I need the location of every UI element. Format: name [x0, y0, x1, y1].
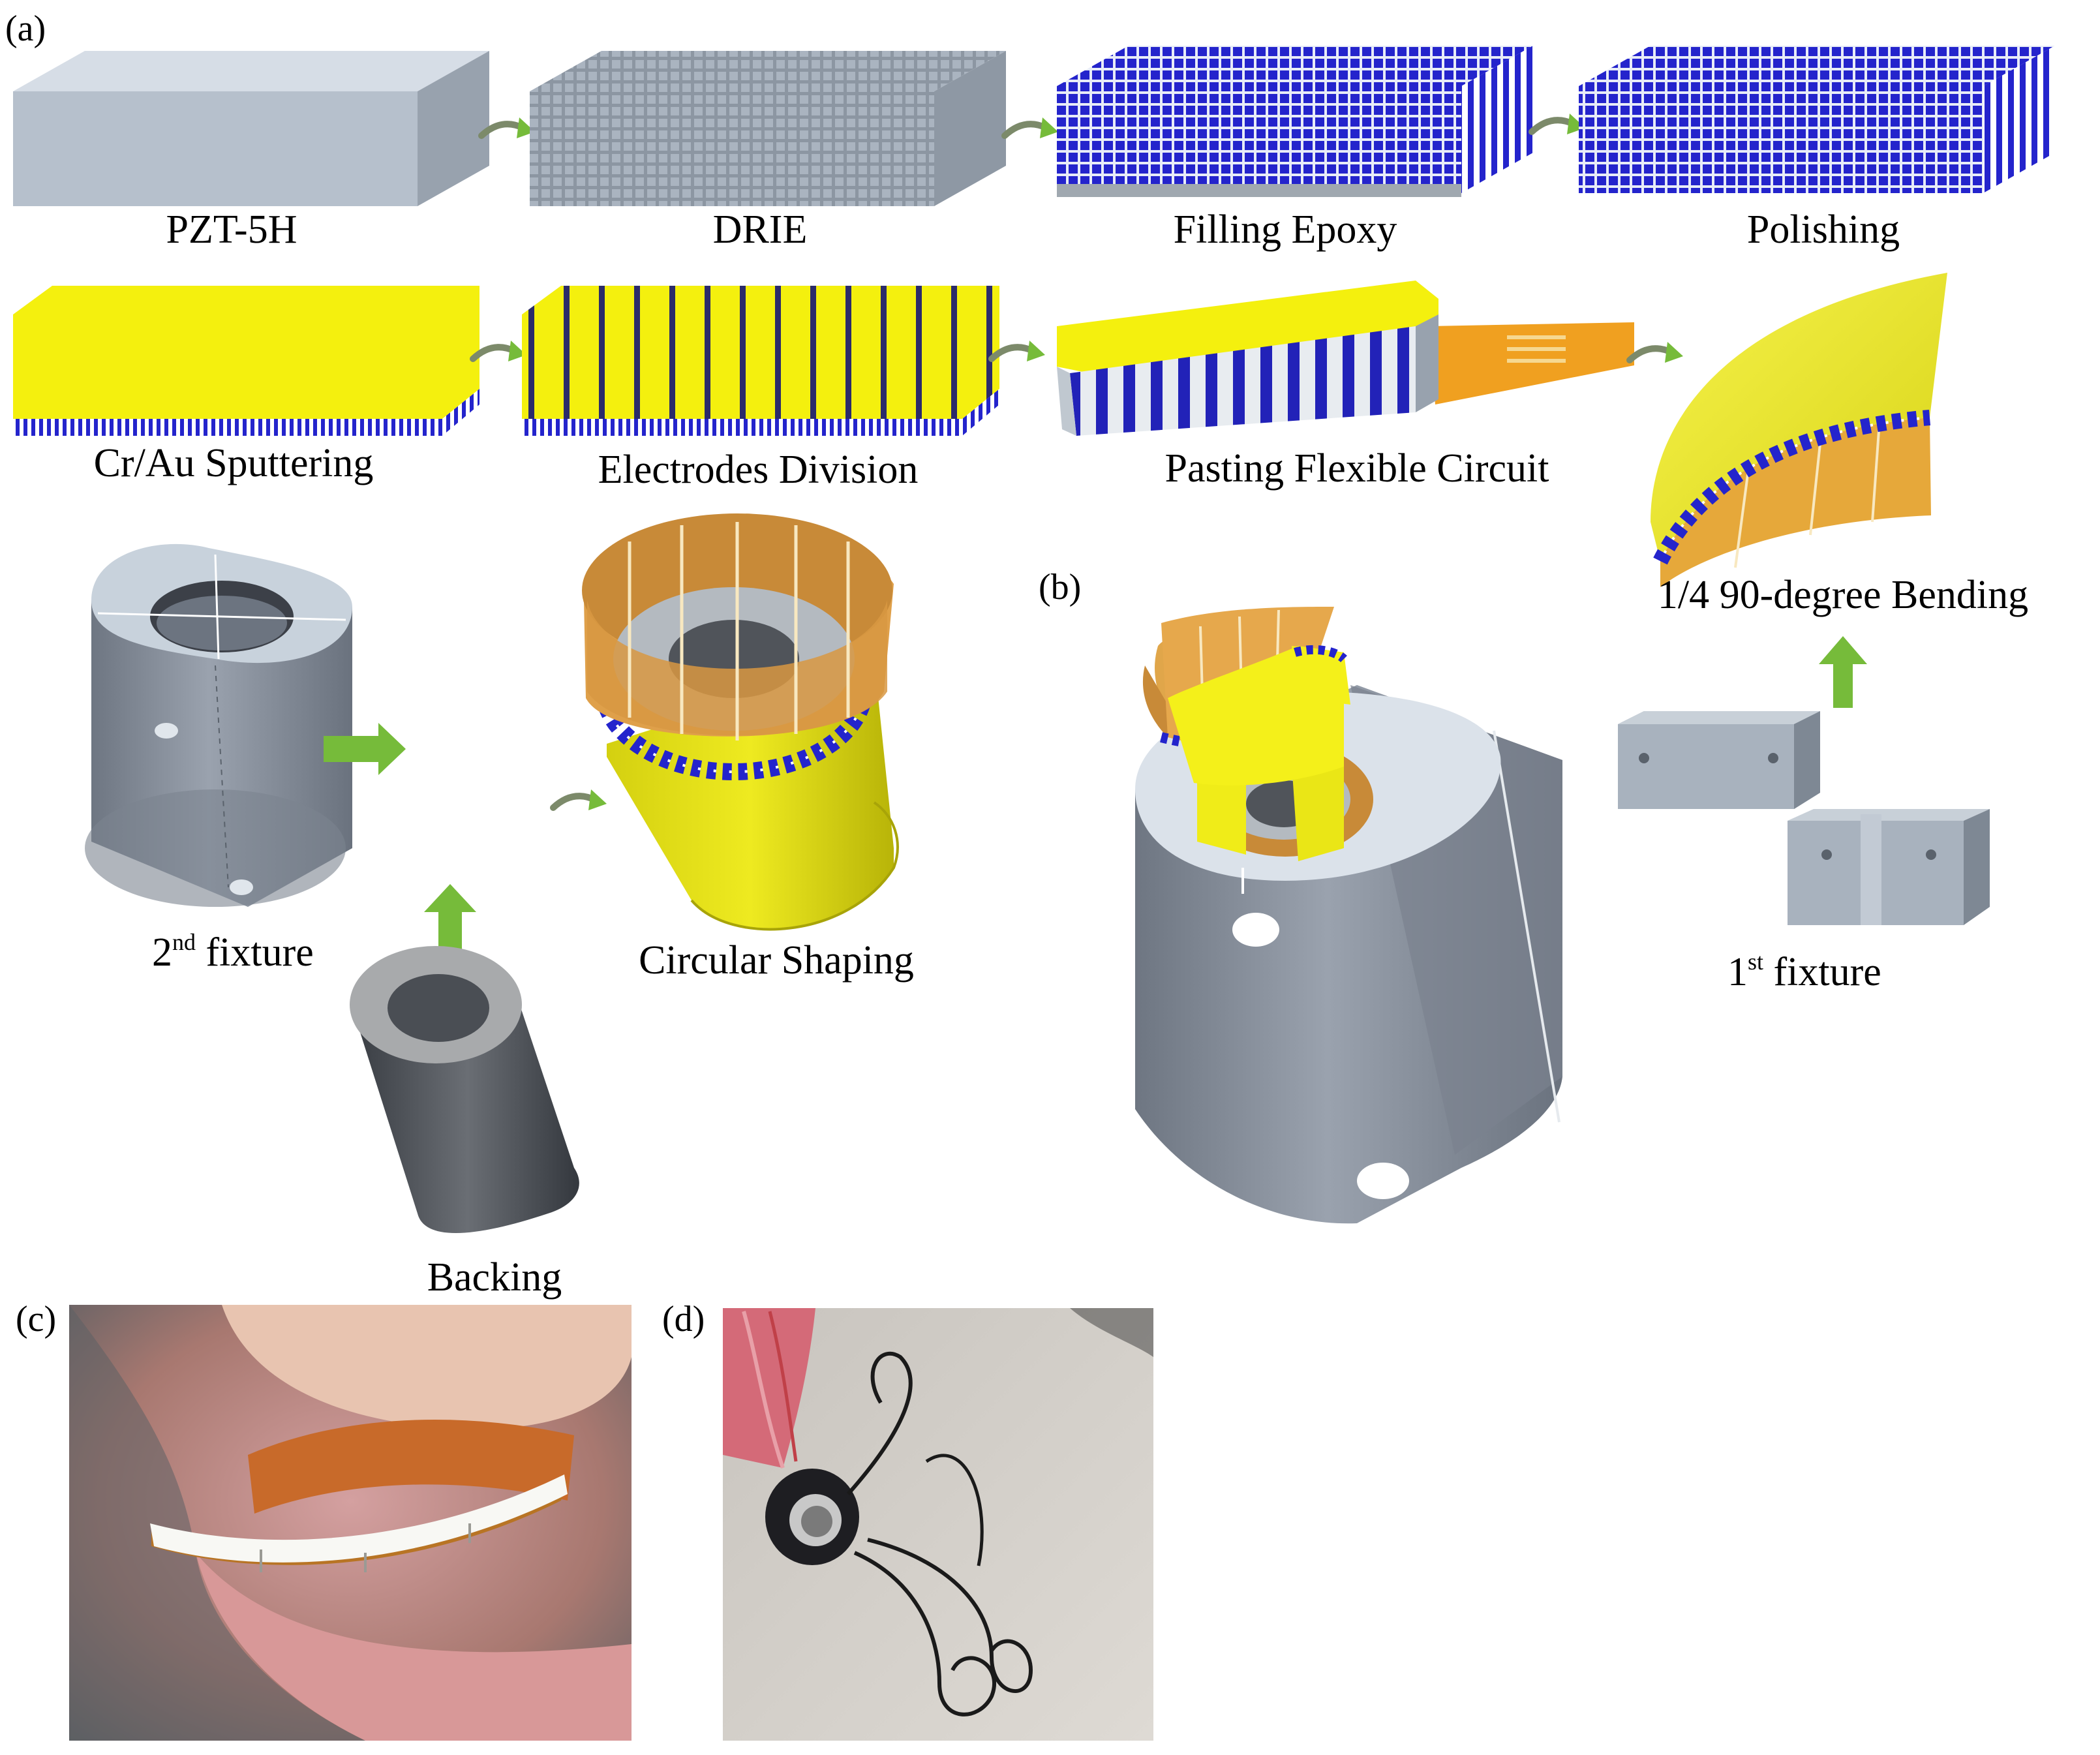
arrow-6: [1630, 342, 1683, 363]
right-arrow-fixture2: [324, 723, 406, 775]
panel-label-d: (d): [662, 1299, 705, 1339]
label-pasting: Pasting Flexible Circuit: [1165, 446, 1549, 491]
electrodes-block: [522, 286, 999, 436]
fixture1-part-a: [1618, 711, 1820, 809]
arrow-3: [1532, 114, 1585, 134]
label-pzt: PZT-5H: [166, 207, 297, 252]
label-polishing: Polishing: [1747, 207, 1900, 252]
panel-label-c: (c): [16, 1299, 56, 1339]
circular-shaping: [582, 513, 899, 931]
label-fixture2: 2nd fixture: [152, 929, 314, 975]
polishing-block: [1579, 46, 2055, 193]
panel-label-a: (a): [5, 8, 46, 49]
arrow-1: [481, 117, 535, 138]
photo-d: [723, 1308, 1153, 1741]
arrow-2: [1005, 117, 1058, 138]
up-arrow-right: [1819, 636, 1867, 708]
pasting-block: [1057, 281, 1634, 436]
label-filling: Filling Epoxy: [1174, 207, 1397, 252]
arrow-circular: [553, 789, 607, 810]
assembly-b: [1135, 607, 1562, 1224]
label-electrodes: Electrodes Division: [598, 448, 919, 492]
drie-block: [530, 51, 1006, 206]
arrow-5: [992, 341, 1045, 361]
label-sputtering: Cr/Au Sputtering: [94, 441, 374, 485]
label-fixture1: 1st fixture: [1727, 949, 1881, 994]
label-circular: Circular Shaping: [639, 938, 914, 983]
up-arrow-backing: [424, 884, 476, 967]
arrow-4: [473, 341, 526, 361]
pzt-block: [13, 51, 489, 206]
backing-cylinder: [350, 946, 579, 1233]
fixture1-part-b: [1788, 809, 1990, 925]
label-bending: 1/4 90-degree Bending: [1658, 573, 2028, 617]
photo-c: [69, 1305, 632, 1741]
label-drie: DRIE: [713, 207, 808, 252]
bending-element: [1651, 273, 1947, 587]
panel-label-b: (b): [1039, 567, 1081, 607]
label-backing: Backing: [427, 1255, 562, 1300]
epoxy-block: [1057, 46, 1533, 197]
sputtering-block: [13, 286, 479, 436]
fixture2: [85, 543, 352, 907]
